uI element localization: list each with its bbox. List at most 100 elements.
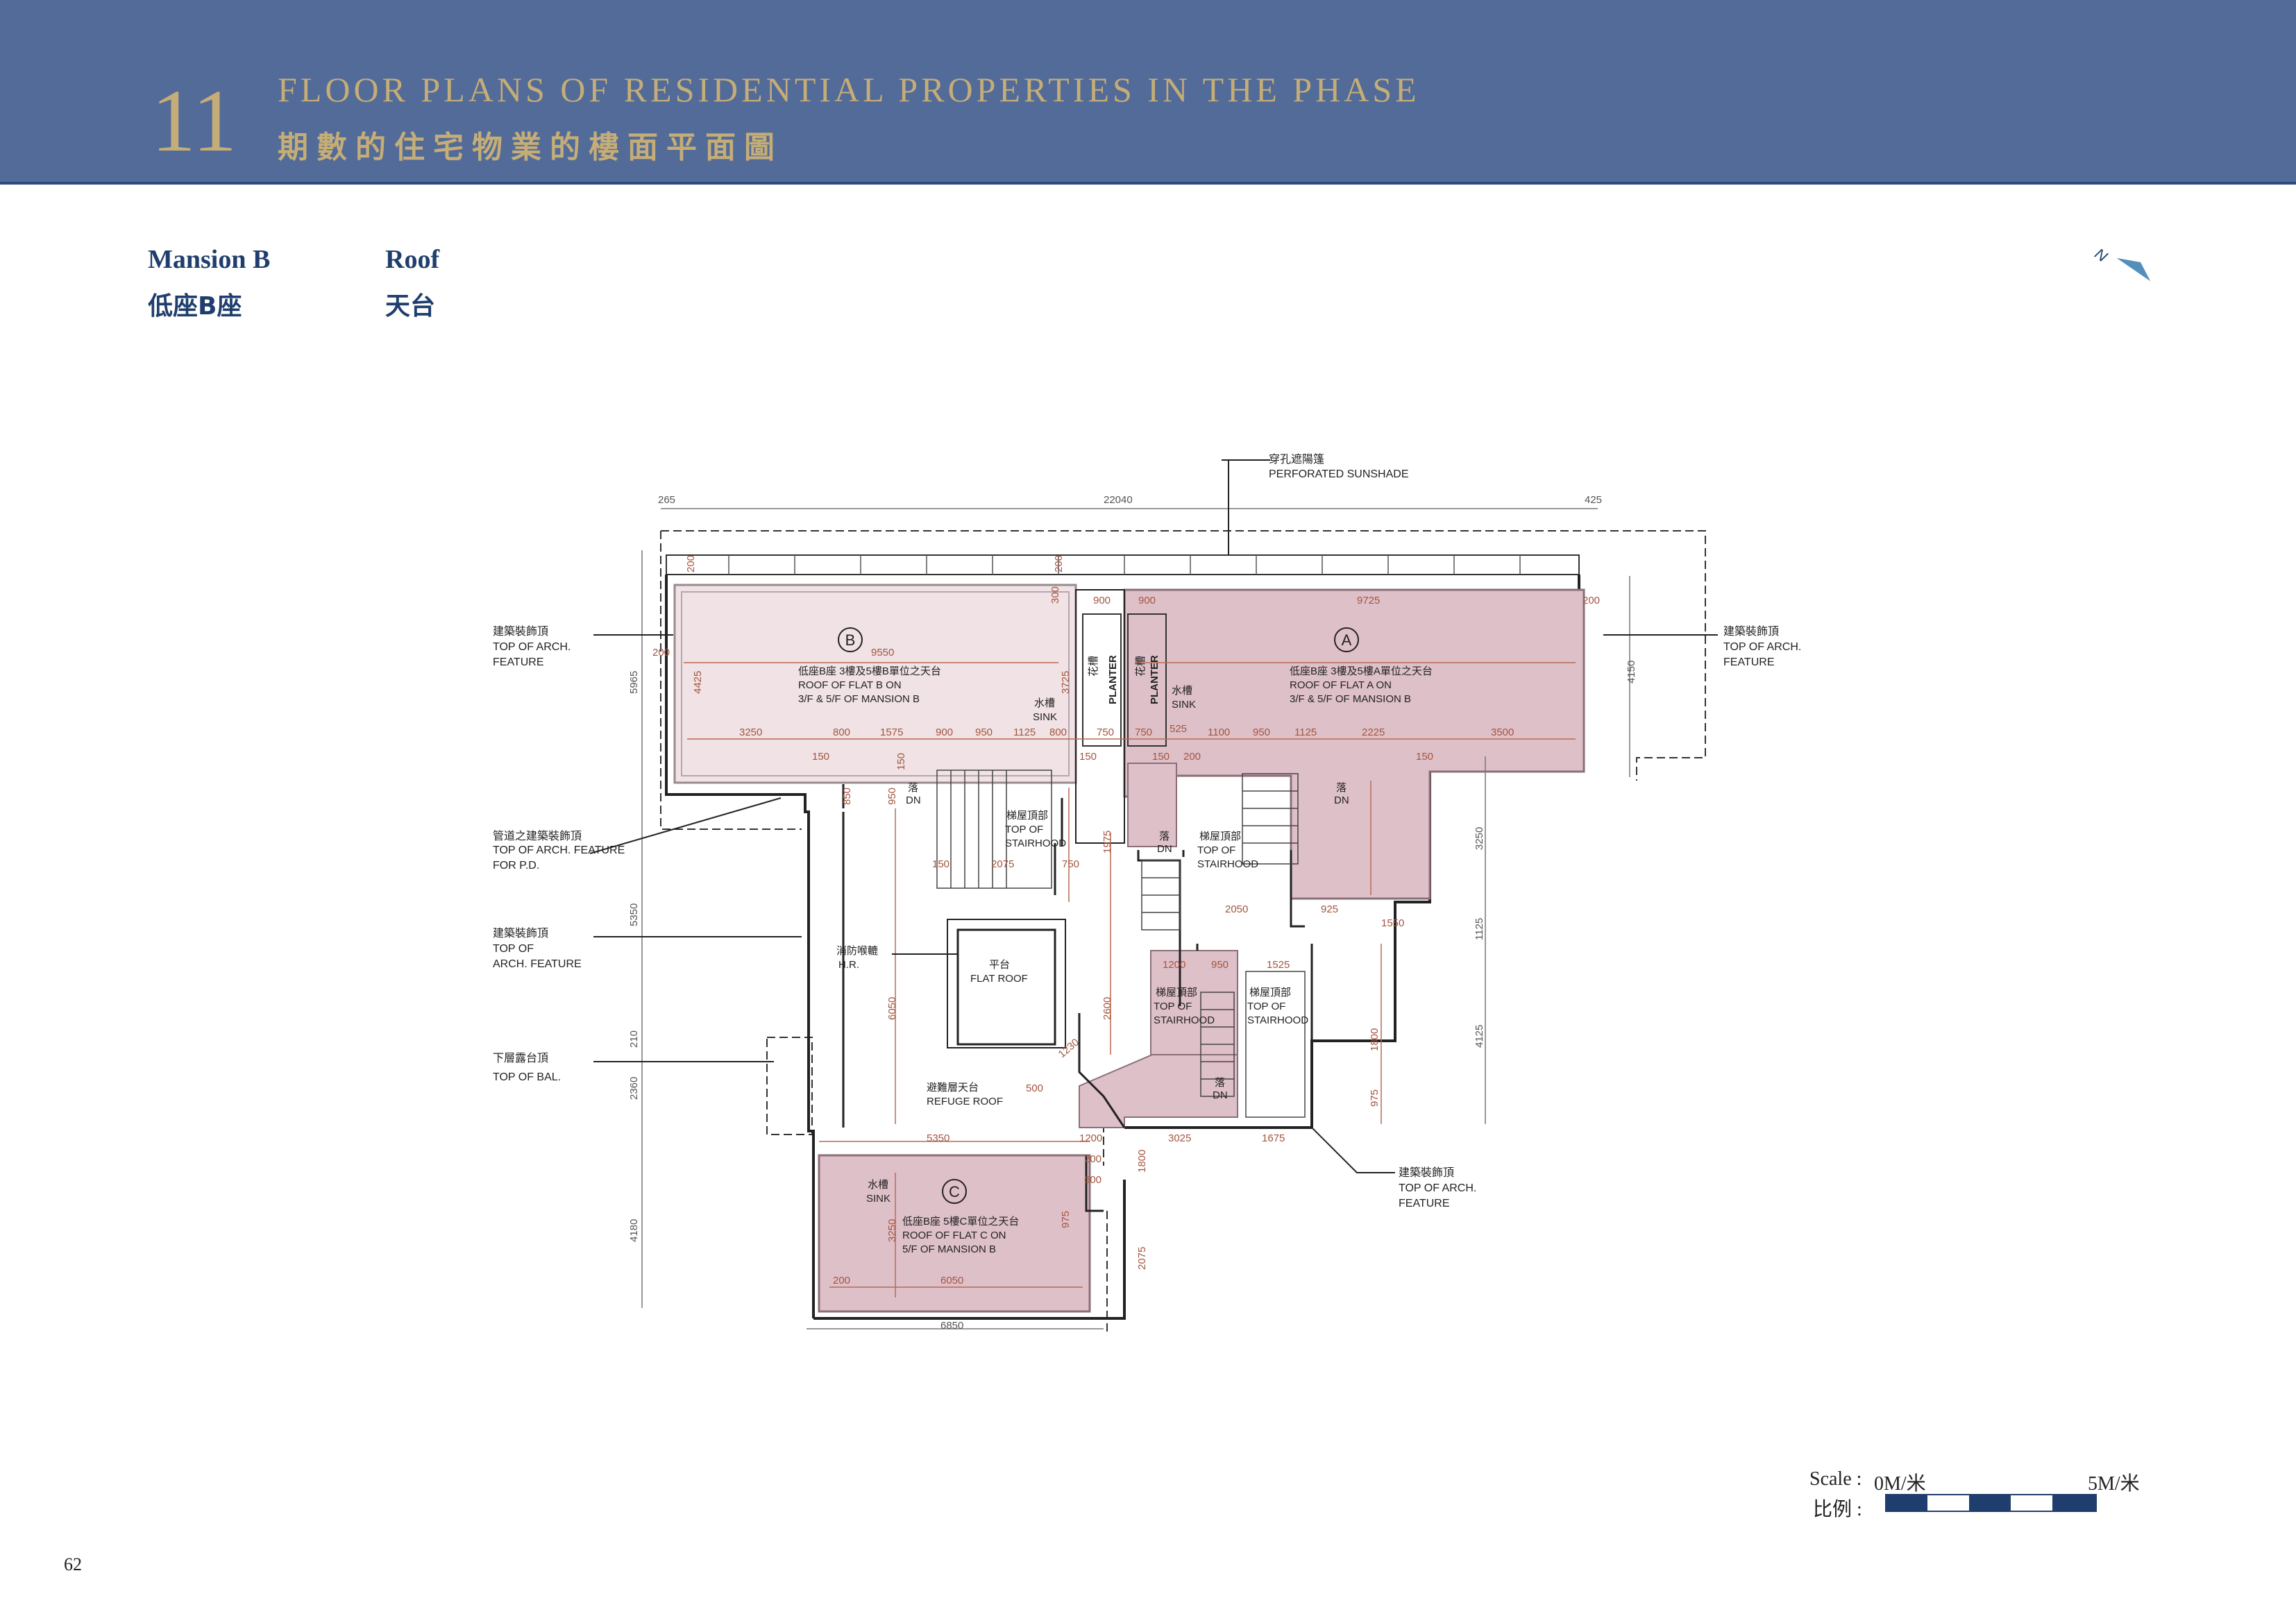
dim-3500: 3500 xyxy=(1491,726,1514,738)
dim-300: 300 xyxy=(1049,586,1061,604)
stairhood-label-zh-2: 梯屋頂部 xyxy=(1199,831,1241,842)
dim-top-total: 22040 xyxy=(1104,494,1133,506)
arch-feature-right-en1: TOP OF ARCH. xyxy=(1723,641,1801,653)
dim-1550: 1550 xyxy=(1381,917,1404,929)
sink-label-zh: 水槽 xyxy=(1034,697,1055,709)
dim-975b: 975 xyxy=(1060,1211,1072,1228)
block-title-en: Mansion B xyxy=(148,245,271,274)
dim-900: 900 xyxy=(936,726,953,738)
dim-975: 975 xyxy=(1369,1089,1381,1107)
dim-1200: 1200 xyxy=(1163,959,1185,971)
stairhood-label-zh-3: 梯屋頂部 xyxy=(1156,987,1197,999)
dim-9725: 9725 xyxy=(1357,595,1380,606)
dim-6050: 6050 xyxy=(940,1275,963,1286)
dim-3025: 3025 xyxy=(1168,1132,1191,1144)
dim-5965: 5965 xyxy=(628,671,640,694)
dn-label-zh-2: 落 xyxy=(1336,782,1347,794)
dim-200b: 200 xyxy=(1053,555,1065,572)
dim-3250: 3250 xyxy=(739,726,762,738)
dim-4180: 4180 xyxy=(628,1219,640,1242)
sunshade-label-en: PERFORATED SUNSHADE xyxy=(1269,468,1409,480)
dim-750b: 750 xyxy=(1135,726,1152,738)
planter-label-en-2: PLANTER xyxy=(1149,655,1160,704)
north-arrow-icon: N xyxy=(2091,245,2150,281)
section-banner xyxy=(0,0,2296,185)
stairhood-label-en1-3: TOP OF xyxy=(1154,1001,1192,1012)
roof-flat-b xyxy=(673,584,1077,784)
dim-525: 525 xyxy=(1170,723,1187,735)
floor-title-zh: 天台 xyxy=(385,292,436,321)
dim-850: 850 xyxy=(841,788,853,805)
dim-200d: 200 xyxy=(652,647,670,658)
pd-feature-zh: 管道之建築裝飾頂 xyxy=(493,830,582,842)
dim-200e: 200 xyxy=(1183,751,1201,763)
arch-feature-mid-en2: ARCH. FEATURE xyxy=(493,958,582,970)
block-title-zh: 低座B座 xyxy=(148,292,242,321)
section-number: 11 xyxy=(151,71,237,170)
roof-c-label-en2: 5/F OF MANSION B xyxy=(902,1243,996,1255)
arch-feature-br-en2: FEATURE xyxy=(1399,1198,1449,1209)
dim-2600: 2600 xyxy=(1101,997,1113,1020)
dn-label-zh-3: 落 xyxy=(1159,831,1170,842)
north-label: N xyxy=(2091,245,2110,266)
roof-a-label-zh: 低座B座 3樓及5樓A單位之天台 xyxy=(1290,665,1433,677)
marker-a: A xyxy=(1342,631,1352,649)
dim-3250c: 3250 xyxy=(886,1219,898,1242)
dim-3250v: 3250 xyxy=(1474,827,1485,850)
roof-flat-a xyxy=(1123,588,1585,900)
dim-900a: 900 xyxy=(1093,595,1111,606)
sink-label-en-2: SINK xyxy=(1172,699,1196,711)
pd-feature-en1: TOP OF ARCH. FEATURE xyxy=(493,844,625,856)
stairhood-label-en2-4: STAIRHOOD xyxy=(1247,1014,1308,1026)
roof-b-label-zh: 低座B座 3樓及5樓B單位之天台 xyxy=(798,665,941,677)
planter-label-en: PLANTER xyxy=(1107,655,1119,704)
dim-2075v: 2075 xyxy=(1136,1247,1148,1270)
dimension-lines xyxy=(684,662,1576,1298)
arch-feature-left-en2: FEATURE xyxy=(493,656,543,668)
dim-4125: 4125 xyxy=(1474,1025,1485,1048)
unit-markers: B A C xyxy=(838,627,1359,1204)
room-labels: 低座B座 3樓及5樓B單位之天台 ROOF OF FLAT B ON 3/F &… xyxy=(798,655,1433,1255)
dashed-outlines xyxy=(660,530,1706,1336)
dim-1100: 1100 xyxy=(1208,726,1230,738)
stairhood-label-zh-4: 梯屋頂部 xyxy=(1249,987,1291,999)
dim-950c: 950 xyxy=(1211,959,1229,971)
dn-label-en-3: DN xyxy=(1157,843,1172,855)
roof-b-label-en2: 3/F & 5/F OF MANSION B xyxy=(798,693,920,705)
dim-800a: 800 xyxy=(833,726,850,738)
dn-label-en: DN xyxy=(906,794,921,806)
scale-label-en: Scale : xyxy=(1809,1468,1862,1490)
dim-900b: 900 xyxy=(1138,595,1156,606)
dim-1125b: 1125 xyxy=(1294,726,1317,738)
sunshade-label-zh: 穿孔遮陽篷 xyxy=(1269,452,1324,466)
dim-top-left: 265 xyxy=(658,494,675,506)
arch-feature-left-en1: TOP OF ARCH. xyxy=(493,641,571,653)
balcony-label-zh: 下層露台頂 xyxy=(493,1052,548,1064)
dim-1800b: 1800 xyxy=(1136,1150,1148,1173)
dim-950d: 950 xyxy=(886,788,898,805)
dn-label-en-4: DN xyxy=(1213,1089,1228,1101)
dim-150d: 150 xyxy=(1416,751,1433,763)
planter-label-zh: 花槽 xyxy=(1088,656,1099,677)
dim-200g: 200 xyxy=(833,1275,850,1286)
sink-label-zh-3: 水槽 xyxy=(868,1179,888,1191)
dim-200a: 200 xyxy=(685,555,697,572)
dim-top-right: 425 xyxy=(1585,494,1602,506)
dim-925: 925 xyxy=(1321,903,1338,915)
dim-150e: 150 xyxy=(895,753,907,770)
stairs xyxy=(936,770,1306,1118)
dim-950b: 950 xyxy=(1253,726,1270,738)
dim-1125v: 1125 xyxy=(1474,918,1485,940)
floor-title-en: Roof xyxy=(385,245,440,274)
dim-6050v: 6050 xyxy=(886,997,898,1020)
stairhood-label-en1-2: TOP OF xyxy=(1197,844,1235,856)
balcony-label-en: TOP OF BAL. xyxy=(493,1071,561,1083)
stairhood-label-en2-2: STAIRHOOD xyxy=(1197,858,1258,870)
arch-feature-mid-zh: 建築裝飾頂 xyxy=(493,927,548,940)
arch-feature-br-zh: 建築裝飾頂 xyxy=(1399,1166,1454,1179)
outer-dimension-lines xyxy=(641,508,1630,1329)
roof-b-label-en1: ROOF OF FLAT B ON xyxy=(798,679,902,691)
dim-3725: 3725 xyxy=(1060,671,1072,694)
interior-walls xyxy=(842,784,1313,1128)
dim-1975: 1975 xyxy=(1101,831,1113,853)
